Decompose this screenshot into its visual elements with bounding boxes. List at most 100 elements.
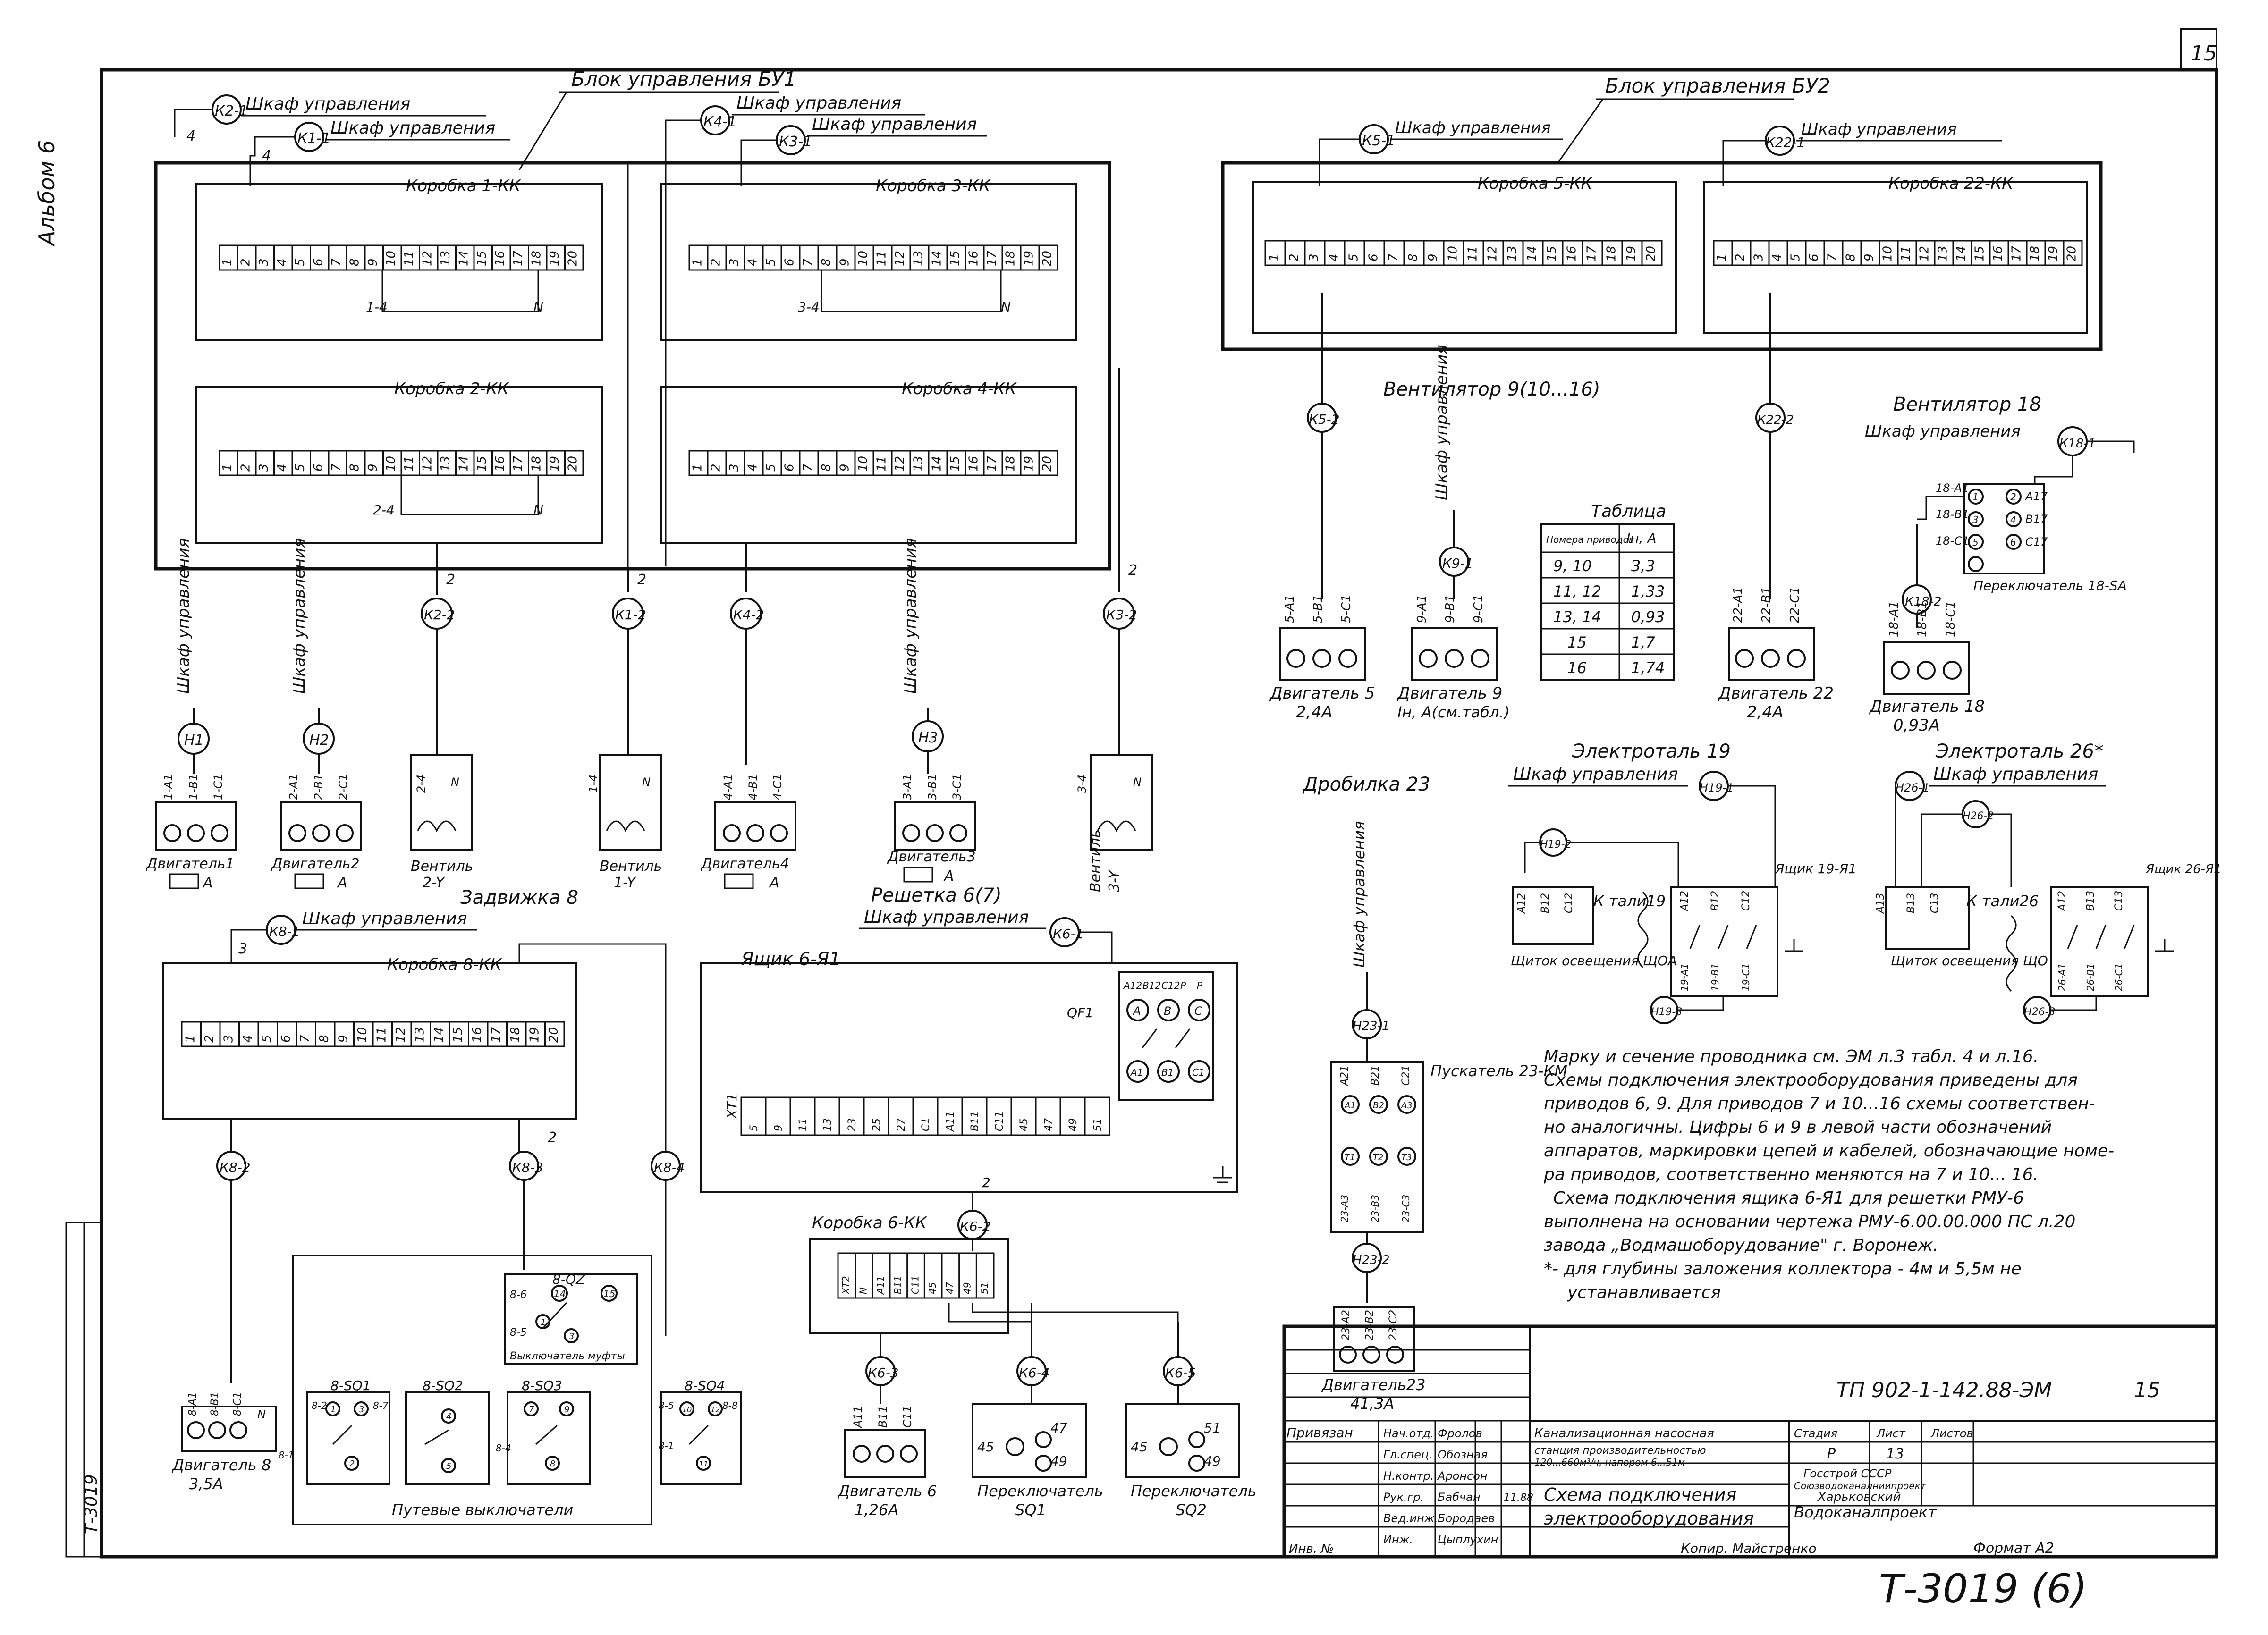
svg-text:Iн, А(см.табл.): Iн, А(см.табл.): [1397, 703, 1510, 721]
terminal-label: 13: [822, 1118, 834, 1131]
terminal-label: 4: [275, 464, 289, 472]
svg-text:22-А1: 22-А1: [1731, 587, 1745, 623]
svg-text:Н3: Н3: [918, 730, 938, 746]
control-unit-bu2: Блок управления БУ2 К5-1 Шкаф управления…: [1221, 74, 2103, 599]
terminal-label: 5: [293, 464, 307, 472]
terminal-label: 7: [298, 1035, 312, 1043]
svg-text:А17: А17: [2024, 490, 2048, 503]
svg-text:Двигатель 22: Двигатель 22: [1718, 684, 1834, 703]
terminal-label: 16: [493, 456, 508, 472]
terminal-label: 14: [1525, 246, 1539, 261]
terminal-label: 15: [948, 251, 962, 266]
terminal-label: 11: [1465, 246, 1480, 261]
svg-text:Выключатель муфты: Выключатель муфты: [510, 1350, 625, 1362]
motor-4: 4-А1 4-В1 4-С1 Двигатель4 А: [700, 774, 796, 891]
terminal-label: 5: [260, 1035, 274, 1043]
svg-text:Коробка 6-КК: Коробка 6-КК: [812, 1214, 928, 1232]
svg-text:23-С3: 23-С3: [1400, 1195, 1412, 1222]
svg-text:В: В: [1164, 1004, 1171, 1018]
svg-text:Союзводоканалниипроект: Союзводоканалниипроект: [1794, 1480, 1927, 1492]
terminal-label: 18: [508, 1027, 523, 1043]
terminal-label: 18: [1003, 456, 1017, 472]
bu1-cabinet-label-1: Шкаф управления: [245, 94, 410, 114]
svg-text:Ящик 6-Я1: Ящик 6-Я1: [741, 949, 840, 969]
svg-text:SQ1: SQ1: [1015, 1501, 1046, 1519]
terminal-label: 9: [838, 258, 852, 266]
terminal-label: 10: [1880, 246, 1895, 261]
terminal-label: 9: [773, 1125, 785, 1131]
terminal-label: 4: [1770, 253, 1784, 261]
svg-text:В21: В21: [1370, 1065, 1381, 1086]
svg-text:49: 49: [1204, 1453, 1221, 1469]
svg-text:С13: С13: [1929, 893, 1941, 913]
svg-text:А12: А12: [1516, 893, 1528, 914]
svg-text:С11: С11: [901, 1406, 914, 1428]
bu1-title: Блок управления БУ1: [571, 67, 796, 91]
svg-text:49: 49: [1050, 1453, 1067, 1469]
terminal-label: 45: [1018, 1118, 1030, 1131]
svg-text:2-А1: 2-А1: [287, 774, 300, 800]
svg-text:3: 3: [569, 1332, 574, 1341]
svg-text:1,26А: 1,26А: [855, 1501, 898, 1519]
terminal-label: 11: [797, 1118, 809, 1131]
svg-text:К8-1: К8-1: [269, 924, 300, 939]
terminal-label: 25: [871, 1118, 883, 1131]
svg-text:8-4: 8-4: [496, 1442, 511, 1454]
h1-cabinet-label: Шкаф управления: [174, 538, 193, 694]
crusher23-cabinet-label: Шкаф управления: [1350, 821, 1368, 968]
svg-text:выполнена на основании чертежа: выполнена на основании чертежа РМУ-6.00.…: [1544, 1212, 2075, 1231]
bu1-enclosure: [154, 161, 1111, 571]
svg-text:9-В1: 9-В1: [1443, 595, 1457, 623]
terminal-label: 8: [1406, 253, 1420, 261]
sheet-frame: 15 Альбом 6 Т-3019: [34, 28, 2218, 1559]
terminal-label: 16: [470, 1027, 484, 1043]
terminal-label: 10: [384, 456, 398, 472]
terminal-label: 20: [547, 1027, 561, 1043]
current-table: Таблица Номера приводов Iн, А 9, 10 3,3 …: [1540, 502, 1675, 681]
svg-text:2: 2: [982, 1175, 990, 1190]
terminal-label: 7: [1386, 253, 1400, 261]
svg-text:Гл.спец.: Гл.спец.: [1383, 1448, 1432, 1461]
hoist19-cabinet-label: Шкаф управления: [1513, 765, 1678, 784]
copied-by: Копир. Майстренко: [1681, 1541, 1817, 1556]
svg-text:ра приводов, соответственно ме: ра приводов, соответственно меняются на …: [1543, 1165, 2039, 1184]
terminal-label: 23: [846, 1118, 858, 1131]
terminal-label: 6: [1366, 253, 1380, 261]
svg-text:Iн, А: Iн, А: [1626, 531, 1657, 546]
svg-text:1-4: 1-4: [587, 775, 600, 793]
svg-text:Н23-1: Н23-1: [1353, 1019, 1390, 1033]
terminal-label: 10: [856, 456, 870, 472]
album-label: Альбом 6: [34, 140, 59, 247]
svg-text:аппаратов, маркировки цепей и: аппаратов, маркировки цепей и кабелей, о…: [1544, 1141, 2114, 1161]
svg-text:3-В1: 3-В1: [926, 774, 939, 800]
motor-6: А11 В11 С11 Двигатель 6 1,26А: [837, 1406, 937, 1519]
svg-text:В13: В13: [2085, 891, 2097, 911]
svg-text:К6-2: К6-2: [960, 1219, 991, 1234]
terminal-label: 2: [203, 1035, 217, 1043]
terminal-label: 1: [220, 464, 235, 472]
svg-text:26-С1: 26-С1: [2113, 963, 2124, 991]
svg-text:Вентиль: Вентиль: [411, 858, 473, 875]
hoist-26-group: Электроталь 26* Шкаф управления Н26-1 Н2…: [1875, 741, 2222, 1024]
svg-text:18-А1: 18-А1: [1936, 481, 1969, 495]
terminal-label: 14: [457, 251, 471, 266]
svg-text:4: 4: [186, 128, 195, 144]
title-sheet-number: 15: [2134, 1378, 2160, 1402]
svg-text:Бородаев: Бородаев: [1438, 1512, 1495, 1525]
terminal-label: 13: [911, 251, 925, 266]
svg-text:26-А1: 26-А1: [2056, 963, 2068, 991]
svg-text:1: 1: [330, 1405, 336, 1415]
terminal-label: 8: [317, 1035, 331, 1043]
cable-tag-k5-2: [1307, 403, 1337, 433]
terminal-label: 13: [1505, 246, 1519, 261]
terminal-label: 2: [1287, 253, 1301, 261]
terminal-label: 18: [530, 456, 544, 472]
svg-text:1-А1: 1-А1: [162, 774, 175, 800]
svg-text:23-А3: 23-А3: [1339, 1195, 1350, 1222]
terminal-label: 8: [819, 464, 833, 472]
svg-text:1-С1: 1-С1: [212, 774, 225, 800]
svg-text:Пускатель 23-КМ: Пускатель 23-КМ: [1430, 1062, 1567, 1080]
